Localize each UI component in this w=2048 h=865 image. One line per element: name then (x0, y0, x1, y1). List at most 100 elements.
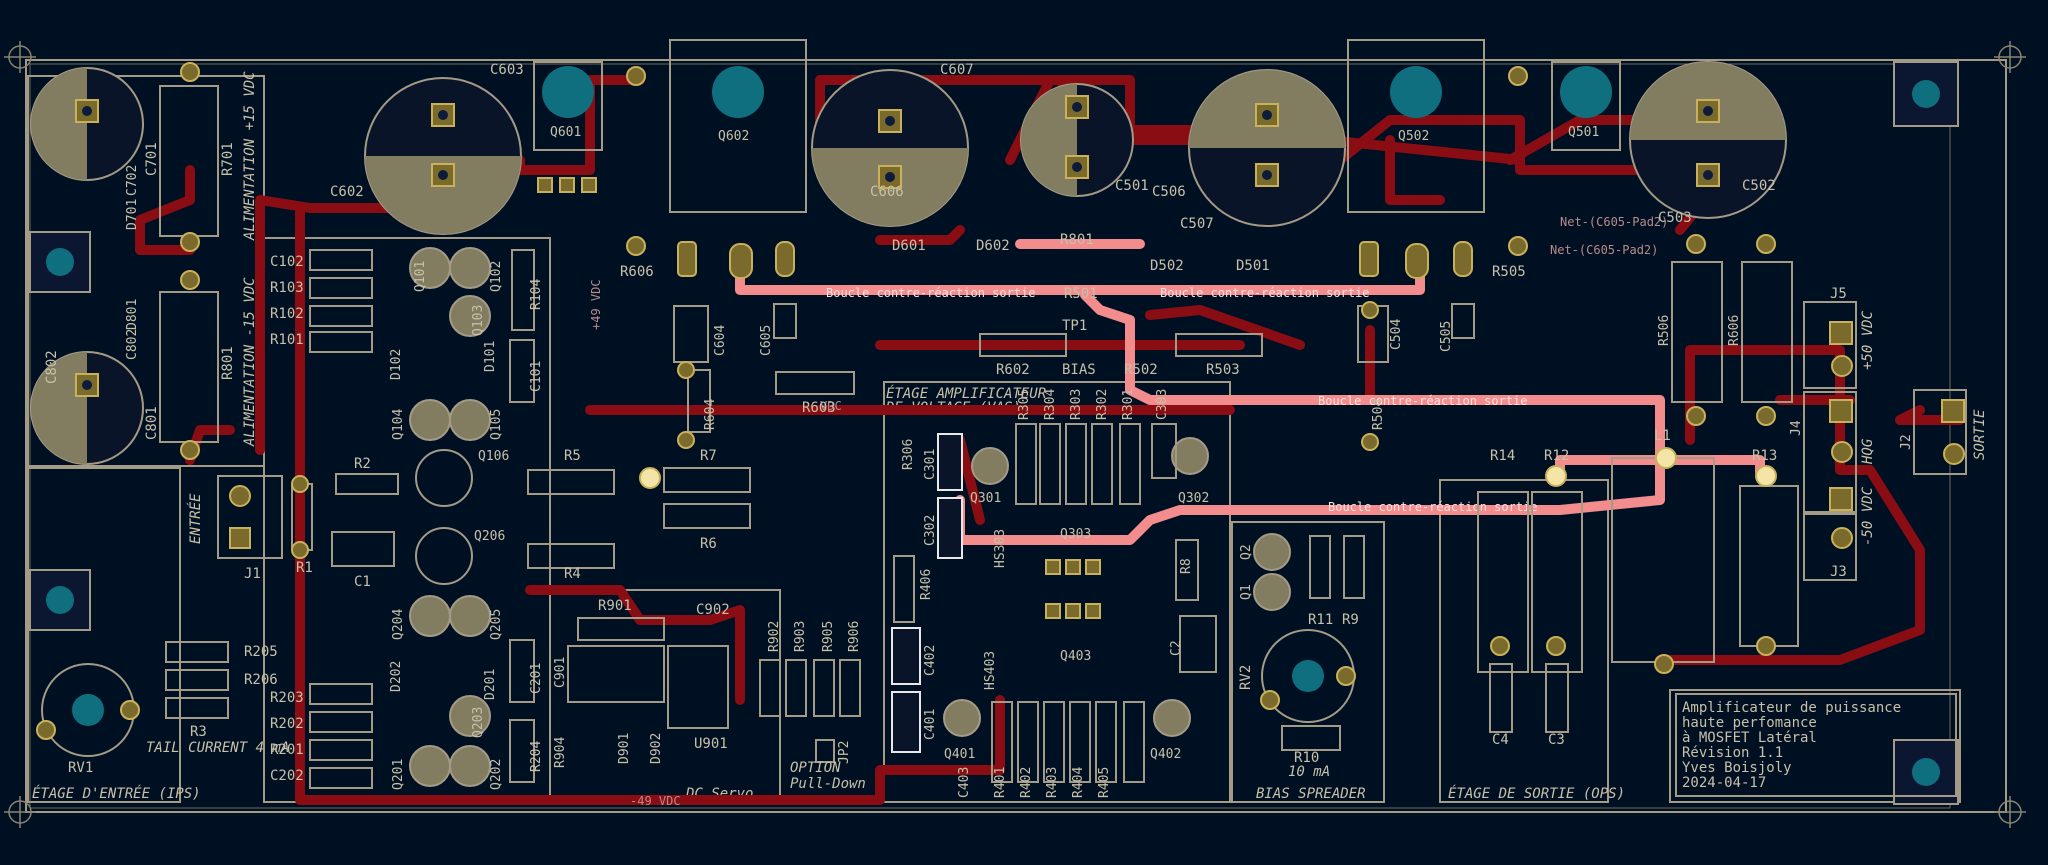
resistor-R206[interactable] (165, 669, 229, 691)
connector-J3[interactable] (1803, 513, 1857, 581)
ref-R604: R604 (703, 399, 718, 430)
ref-Q401: Q401 (944, 747, 975, 762)
resistor-R11[interactable] (1309, 535, 1331, 599)
resistor-R2[interactable] (335, 473, 399, 495)
capacitor-C302[interactable] (937, 497, 963, 559)
resistor-R606[interactable] (1741, 261, 1793, 403)
ref-J5: J5 (1830, 286, 1847, 302)
resistor-R901[interactable] (577, 617, 665, 641)
capacitor-C101[interactable] (509, 339, 535, 403)
capacitor-C1[interactable] (331, 531, 395, 567)
resistor-R10[interactable] (1281, 725, 1341, 751)
ref-Q105: Q105 (489, 409, 504, 440)
net-label-3: Net-(C605-Pad2) (1560, 215, 1668, 229)
resistor-R12[interactable] (1531, 491, 1583, 673)
ref-C301: C301 (923, 449, 938, 480)
resistor-R5[interactable] (527, 469, 615, 495)
resistor-R104[interactable] (511, 249, 535, 331)
ref-R206: R206 (244, 672, 278, 688)
ref-R602: R602 (996, 362, 1030, 378)
feedback-label-4: Boucle contre-réaction sortie (1328, 500, 1538, 514)
ref-Q205: Q205 (489, 609, 504, 640)
mounting-hole-br (1893, 739, 1959, 805)
potentiometer-RV1[interactable] (36, 663, 140, 757)
resistor-R6[interactable] (663, 503, 751, 529)
label-sortie: SORTIE (1972, 409, 1988, 460)
capacitor-C505[interactable] (1451, 303, 1475, 339)
ref-R504: R504 (1371, 399, 1386, 430)
ref-D901: D901 (617, 733, 632, 764)
feedback-label-2: Boucle contre-réaction sortie (1160, 286, 1370, 300)
capacitor-C401[interactable] (891, 691, 921, 753)
vas-resistors (991, 423, 1177, 783)
resistor-R603[interactable] (775, 371, 855, 395)
ref-D501: D501 (1236, 258, 1270, 274)
ref-R603: R603 (802, 400, 836, 416)
capacitor-C701[interactable] (30, 67, 144, 181)
ref-R606: R606 (620, 264, 654, 280)
resistor-R602[interactable] (979, 333, 1067, 357)
resistor-R8[interactable] (1175, 539, 1199, 601)
ref-R901: R901 (598, 598, 632, 614)
resistor-R503[interactable] (1175, 333, 1263, 357)
ref-C2: C2 (1169, 640, 1184, 656)
ref-C303: C303 (1155, 389, 1170, 420)
resistor-R9[interactable] (1343, 535, 1365, 599)
ref-R405: R405 (1097, 767, 1112, 798)
transistor-Q502[interactable] (1347, 39, 1485, 213)
resistor-R604[interactable] (687, 369, 711, 433)
connector-J4[interactable] (1803, 391, 1857, 513)
connector-J5[interactable] (1803, 301, 1857, 389)
capacitor-C605[interactable] (773, 303, 797, 339)
resistor-R204[interactable] (509, 719, 535, 783)
capacitor-C901[interactable] (567, 645, 665, 703)
net-label-plus49: +49 VDC (589, 279, 603, 330)
capacitor-C2[interactable] (1179, 615, 1217, 673)
potentiometer-RV2[interactable] (1260, 629, 1356, 723)
ref-Q104: Q104 (391, 409, 406, 440)
capacitor-C603[interactable] (364, 77, 522, 235)
jumper-JP2[interactable] (815, 739, 835, 763)
label-pull-down: Pull-Down (790, 776, 866, 792)
section-label-psu-neg: ALIMENTATION -15 VDC (242, 277, 258, 447)
resistor-R4[interactable] (527, 543, 615, 569)
label-option: OPTION (790, 760, 841, 776)
capacitor-C507[interactable] (1188, 69, 1346, 227)
capacitor-C201[interactable] (509, 639, 535, 703)
capacitor-C604[interactable] (673, 305, 709, 363)
connector-J2[interactable] (1913, 389, 1967, 475)
resistor-R7[interactable] (663, 467, 751, 493)
capacitor-C301[interactable] (937, 433, 963, 491)
resistor-R14[interactable] (1477, 491, 1529, 673)
capacitor-C3[interactable] (1545, 663, 1569, 733)
resistor-R406[interactable] (893, 555, 915, 623)
capacitor-C501[interactable] (1020, 83, 1134, 197)
ref-R304: R304 (1043, 389, 1058, 420)
transistor-Q303-pads (1045, 559, 1101, 619)
ref-J2: J2 (1899, 434, 1914, 450)
resistor-R506[interactable] (1671, 261, 1723, 403)
resistor-R3[interactable] (165, 697, 229, 719)
ref-R904: R904 (553, 737, 568, 768)
ref-L1: L1 (1654, 428, 1671, 444)
transistor-array-input (409, 247, 1291, 787)
transistor-Q501[interactable] (1551, 61, 1621, 151)
ref-HS403: HS403 (983, 651, 998, 690)
connector-J1[interactable] (217, 475, 283, 559)
capacitor-C402[interactable] (891, 627, 921, 685)
transistor-Q601[interactable] (533, 61, 603, 193)
ref-R505: R505 (1492, 264, 1526, 280)
transistor-Q602[interactable] (669, 39, 807, 213)
capacitor-C801[interactable] (30, 351, 144, 465)
capacitor-C607[interactable] (811, 69, 969, 227)
ref-R306: R306 (901, 439, 916, 470)
mounting-hole-tr (1893, 61, 1959, 127)
capacitor-C503[interactable] (1629, 61, 1787, 219)
capacitor-C4[interactable] (1489, 663, 1513, 733)
section-label-output: ÉTAGE DE SORTIE (OPS) (1448, 785, 1625, 802)
net-label-4: Net-(C605-Pad2) (1550, 243, 1658, 257)
mounting-hole-tl (29, 231, 91, 293)
opamp-U901[interactable] (667, 645, 729, 729)
resistor-R205[interactable] (165, 641, 229, 663)
